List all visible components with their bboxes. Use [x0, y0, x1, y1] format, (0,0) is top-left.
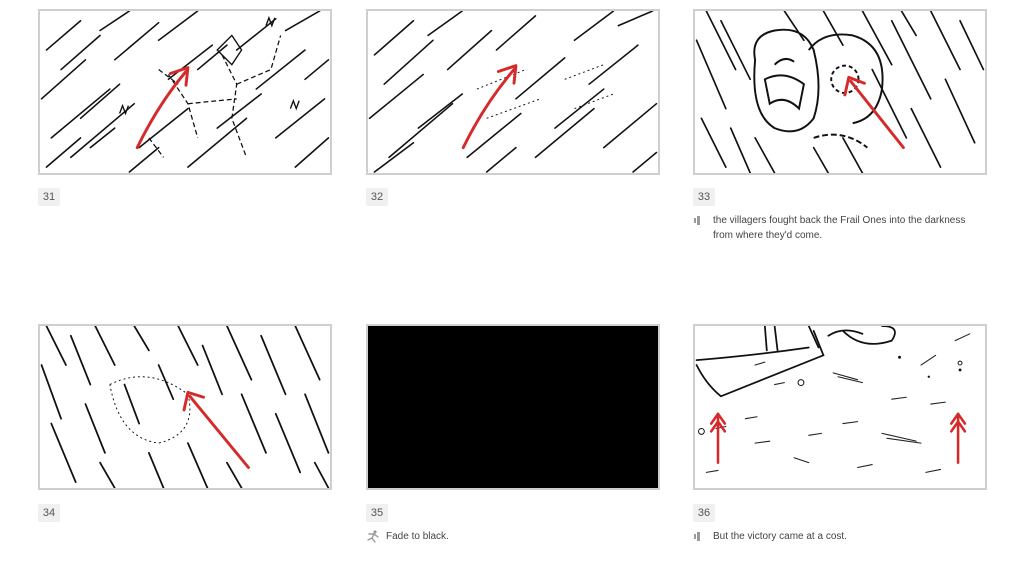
storyboard-panel-34[interactable] [38, 324, 332, 490]
panel-note: Fade to black. [366, 529, 656, 544]
storyboard-panel-32[interactable] [366, 9, 660, 175]
storyboard-panel-35[interactable] [366, 324, 660, 490]
audio-icon [693, 213, 713, 228]
action-icon [366, 529, 386, 544]
sketch-image-34 [40, 326, 330, 488]
panel-number: 31 [38, 188, 60, 206]
panel-number: 33 [693, 188, 715, 206]
storyboard-panel-36[interactable] [693, 324, 987, 490]
sketch-image-32 [368, 11, 658, 173]
panel-note: But the victory came at a cost. [693, 529, 983, 544]
storyboard-panel-33[interactable] [693, 9, 987, 175]
audio-note-text: the villagers fought back the Frail Ones… [713, 215, 966, 241]
audio-note-text: But the victory came at a cost. [713, 531, 847, 542]
panel-note: the villagers fought back the Frail Ones… [693, 213, 983, 243]
panel-number: 36 [693, 504, 715, 522]
panel-number: 32 [366, 188, 388, 206]
sketch-image-36 [695, 326, 971, 473]
panel-number: 34 [38, 504, 60, 522]
action-note-text: Fade to black. [386, 531, 449, 542]
storyboard-panel-31[interactable] [38, 9, 332, 175]
sketch-image-31 [40, 11, 330, 173]
audio-icon [693, 529, 713, 544]
sketch-image-33 [695, 11, 985, 173]
panel-number: 35 [366, 504, 388, 522]
